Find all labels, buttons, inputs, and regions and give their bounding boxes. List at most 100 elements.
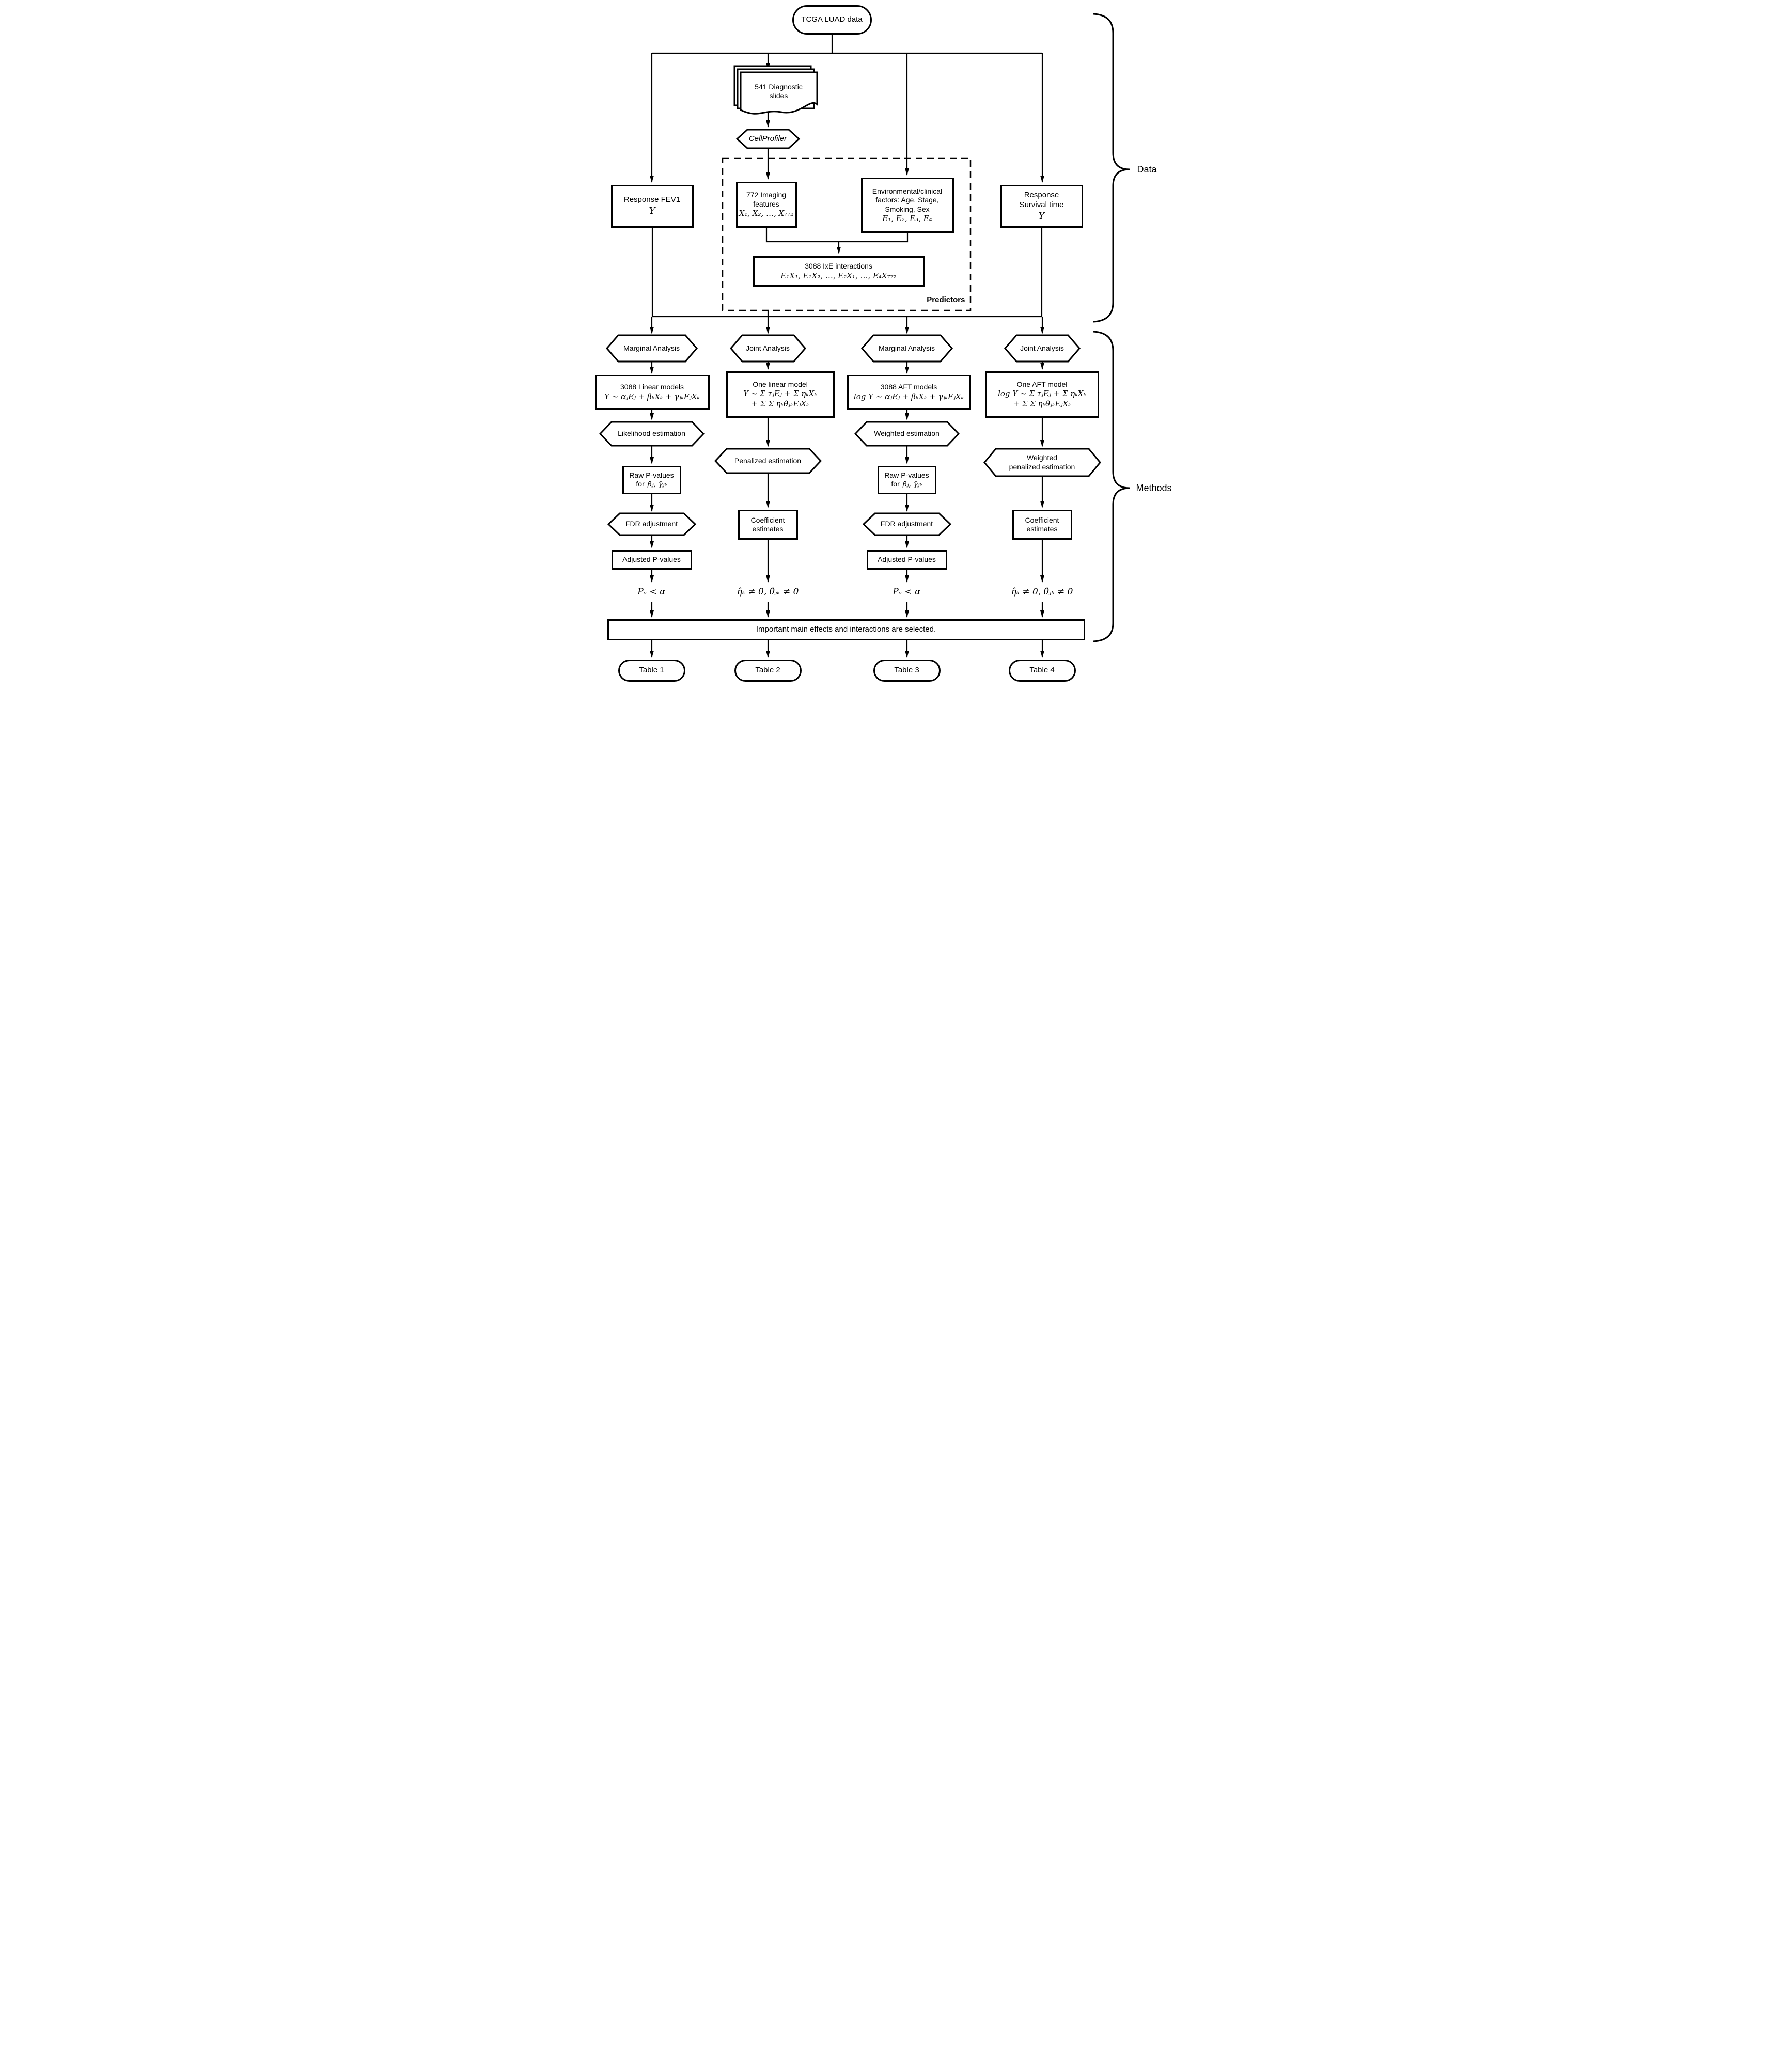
criterion-3: Pₐ < α — [876, 583, 938, 601]
edge-methods-trunk — [651, 228, 1042, 318]
data-section: Data — [1137, 162, 1179, 177]
fdr-adjustment-2: FDR adjustment — [869, 513, 945, 535]
response-survival-title: Response Survival time — [1019, 191, 1064, 209]
linear-models-title: 3088 Linear models — [620, 383, 684, 391]
adjusted-pvalues-1-box: Adjusted P-values — [611, 550, 692, 570]
one-aft-model-box: One AFT model log Y ∼ Σ τⱼEⱼ + Σ ηₖXₖ + … — [985, 371, 1099, 418]
likelihood-estimation: Likelihood estimation — [605, 422, 698, 446]
criterion-2-formula: η̂ₖ ≠ 0, θ̂ⱼₖ ≠ 0 — [737, 587, 799, 597]
weighted-estimation-label: Weighted estimation — [874, 429, 940, 438]
slide-page-front-icon — [740, 71, 818, 115]
adjusted-pvalues-2-label: Adjusted P-values — [878, 555, 936, 564]
tcga-luad-node: TCGA LUAD data — [792, 5, 872, 35]
criterion-2: η̂ₖ ≠ 0, θ̂ⱼₖ ≠ 0 — [727, 583, 809, 601]
one-aft-model-title: One AFT model — [1016, 380, 1068, 388]
criterion-4-formula: η̂ₖ ≠ 0, θ̂ⱼₖ ≠ 0 — [1011, 587, 1073, 597]
fdr-adjustment-1-label: FDR adjustment — [625, 520, 678, 528]
criterion-1-formula: Pₐ < α — [637, 587, 666, 597]
raw-pvalues-1-for: for — [636, 480, 645, 489]
table-4-node: Table 4 — [1008, 660, 1076, 682]
marginal-analysis-1-hexagon — [605, 334, 698, 363]
environment-factors-title: Environmental/clinical factors: Age, Sta… — [872, 186, 943, 213]
diagnostic-slides-node: 541 Diagnostic slides — [743, 76, 815, 106]
imaging-features-title: 772 Imaging features — [746, 191, 787, 208]
cellprofiler-label: CellProfiler — [748, 134, 787, 143]
fdr-adjustment-2-hexagon — [862, 512, 951, 536]
raw-pvalues-1-formula: β̂ⱼ, γ̂ⱼₖ — [647, 480, 667, 489]
interactions-title: 3088 IxE interactions — [805, 262, 872, 270]
raw-pvalues-2-formula: β̂ⱼ, γ̂ⱼₖ — [902, 480, 922, 489]
fdr-adjustment-1-hexagon — [607, 512, 696, 536]
likelihood-estimation-label: Likelihood estimation — [618, 429, 685, 438]
flowchart-canvas: TCGA LUAD data 541 Diagnostic slides Cel… — [589, 0, 1180, 690]
aft-models-box: 3088 AFT models log Y ∼ αⱼEⱼ + βₖXₖ + γⱼ… — [847, 375, 971, 410]
raw-pvalues-2-for: for — [891, 480, 900, 489]
coefficient-estimates-1-label: Coefficient estimates — [750, 515, 785, 533]
table-1-label: Table 1 — [639, 666, 664, 675]
methods-section-label: Methods — [1136, 482, 1172, 493]
fdr-adjustment-2-label: FDR adjustment — [880, 520, 933, 528]
joint-analysis-2-label: Joint Analysis — [1020, 343, 1064, 352]
marginal-analysis-1: Marginal Analysis — [613, 335, 691, 362]
aft-models-formula: log Y ∼ αⱼEⱼ + βₖXₖ + γⱼₖEⱼXₖ — [853, 391, 964, 401]
one-linear-model-formula: Y ∼ Σ τⱼEⱼ + Σ ηₖXₖ + Σ Σ ηₖθⱼₖEⱼXₖ — [743, 389, 817, 409]
weighted-estimation-hexagon — [854, 421, 960, 447]
coefficient-estimates-2-box: Coefficient estimates — [1012, 510, 1072, 540]
raw-pvalues-2-title: Raw P-values — [884, 470, 929, 479]
table-2-label: Table 2 — [755, 666, 780, 675]
coefficient-estimates-2-label: Coefficient estimates — [1025, 515, 1059, 533]
interactions-formula: E₁X₁, E₁X₂, …, E₂X₁, …, E₄X₇₇₂ — [780, 271, 897, 280]
predictors-group-box — [722, 157, 971, 311]
linear-models-box: 3088 Linear models Y ∼ αⱼEⱼ + βₖXₖ + γⱼₖ… — [594, 375, 710, 410]
coefficient-estimates-1-box: Coefficient estimates — [738, 510, 798, 540]
connector-layer — [599, 13, 1130, 658]
selection-bar-label: Important main effects and interactions … — [756, 625, 936, 634]
raw-pvalues-1-box: Raw P-values for β̂ⱼ, γ̂ⱼₖ — [622, 466, 681, 494]
tcga-luad-label: TCGA LUAD data — [801, 15, 863, 24]
edge-tcga-branch — [651, 35, 1042, 54]
joint-analysis-1: Joint Analysis — [734, 335, 802, 362]
data-section-label: Data — [1137, 164, 1157, 175]
adjusted-pvalues-2-box: Adjusted P-values — [866, 550, 947, 570]
environment-factors-formula: E₁, E₂, E₃, E₄ — [882, 214, 932, 223]
joint-analysis-1-label: Joint Analysis — [746, 343, 790, 352]
criterion-4: η̂ₖ ≠ 0, θ̂ⱼₖ ≠ 0 — [1001, 583, 1084, 601]
weighted-penalized-estimation: Weighted penalized estimation — [989, 449, 1096, 476]
data-brace — [1093, 13, 1130, 323]
imaging-features-formula: X₁, X₂, …, X₇₇₂ — [739, 209, 794, 218]
adjusted-pvalues-1-label: Adjusted P-values — [622, 555, 681, 564]
raw-pvalues-2-box: Raw P-values for β̂ⱼ, γ̂ⱼₖ — [877, 466, 936, 494]
table-4-label: Table 4 — [1029, 666, 1055, 675]
one-aft-model-formula: log Y ∼ Σ τⱼEⱼ + Σ ηₖXₖ + Σ Σ ηₖθⱼₖEⱼXₖ — [998, 389, 1086, 409]
interactions-box: 3088 IxE interactions E₁X₁, E₁X₂, …, E₂X… — [753, 256, 925, 287]
table-3-node: Table 3 — [873, 660, 941, 682]
likelihood-estimation-hexagon — [599, 421, 705, 447]
weighted-penalized-estimation-label: Weighted penalized estimation — [1009, 453, 1075, 471]
raw-pvalues-1-title: Raw P-values — [629, 470, 674, 479]
predictors-group-label: Predictors — [927, 295, 965, 304]
joint-analysis-2-hexagon — [1004, 334, 1081, 363]
joint-analysis-2: Joint Analysis — [1009, 335, 1076, 362]
methods-brace — [1093, 331, 1130, 642]
penalized-estimation: Penalized estimation — [721, 449, 816, 473]
marginal-analysis-2: Marginal Analysis — [868, 335, 946, 362]
environment-factors-box: Environmental/clinical factors: Age, Sta… — [860, 178, 954, 233]
cellprofiler-hexagon — [735, 129, 800, 149]
predictors-group-label-wrap: Predictors — [898, 294, 965, 306]
table-3-label: Table 3 — [894, 666, 919, 675]
edge-merge-interactions — [765, 228, 908, 243]
penalized-estimation-label: Penalized estimation — [734, 456, 802, 465]
diagnostic-slides-label: 541 Diagnostic slides — [755, 82, 803, 100]
response-survival-box: Response Survival time Y — [1000, 185, 1083, 228]
weighted-penalized-estimation-hexagon — [983, 448, 1101, 477]
criterion-3-formula: Pₐ < α — [893, 587, 921, 597]
one-linear-model-title: One linear model — [753, 380, 808, 388]
joint-analysis-1-hexagon — [729, 334, 806, 363]
fdr-adjustment-1: FDR adjustment — [614, 513, 690, 535]
aft-models-title: 3088 AFT models — [880, 383, 937, 391]
response-fev1-title: Response FEV1 — [623, 195, 681, 205]
weighted-estimation: Weighted estimation — [860, 422, 953, 446]
imaging-features-box: 772 Imaging features X₁, X₂, …, X₇₇₂ — [735, 182, 797, 228]
methods-section: Methods — [1136, 481, 1180, 495]
penalized-estimation-hexagon — [714, 448, 822, 474]
